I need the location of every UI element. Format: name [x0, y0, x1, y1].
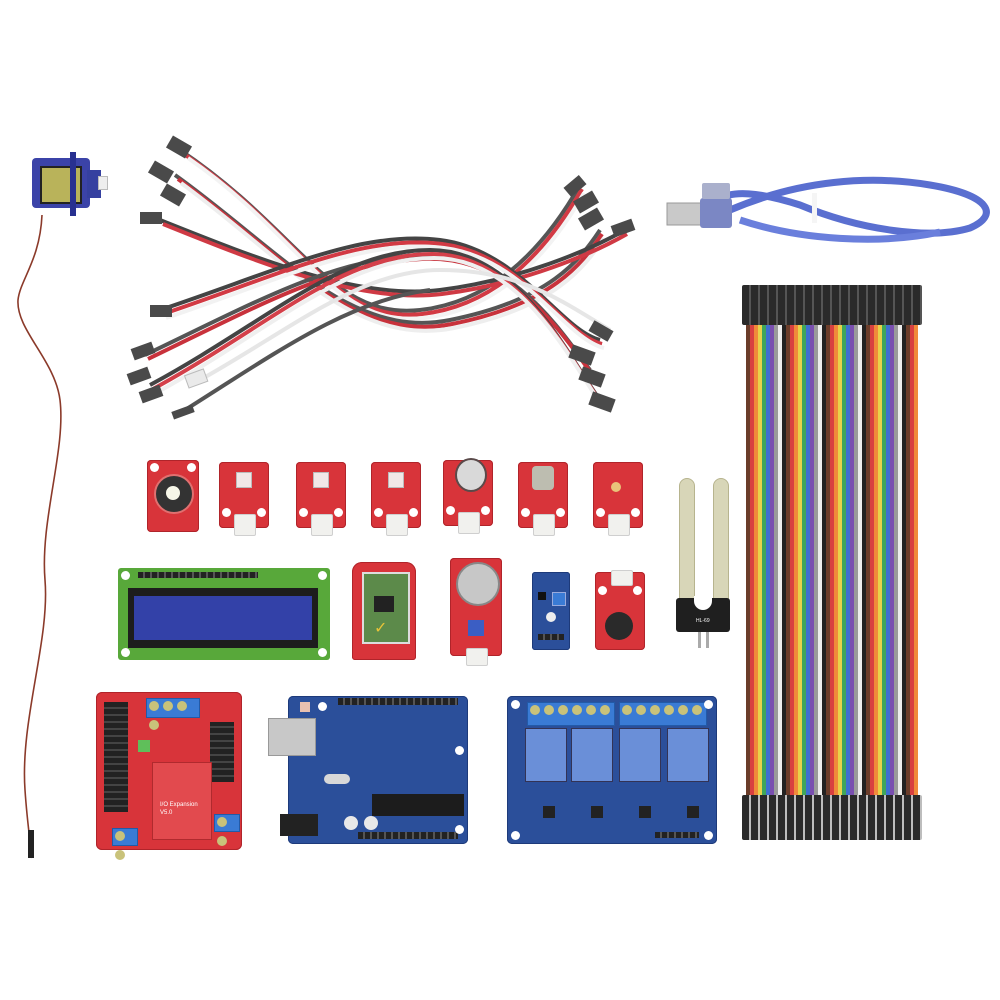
- arduino-uno-board: Arduino UNO compatible board: [268, 696, 468, 844]
- buzzer-module: [595, 570, 645, 650]
- jumper-wire-ribbon: Rainbow female-female jumper wire ribbon: [742, 285, 922, 840]
- led-module-3: [371, 462, 421, 536]
- light-sensor-module: [593, 462, 643, 536]
- led-module-2: [296, 462, 346, 536]
- potentiometer-module: [518, 462, 568, 536]
- led-module-1: [219, 462, 269, 536]
- led-module-star: High-power LED module: [147, 460, 199, 532]
- servo-motor: Micro servo motor: [32, 152, 108, 216]
- sound-sensor-module: [443, 458, 493, 534]
- comparator-module: [532, 572, 570, 650]
- lcd-16x2-display: [118, 568, 330, 660]
- relay-4ch-module: [507, 696, 717, 844]
- io-expansion-shield: I/O Expansion V5.0: [96, 692, 242, 860]
- bluetooth-module: ✓: [352, 562, 416, 660]
- gas-sensor-module: [450, 558, 502, 666]
- soil-moisture-probe: HL-69: [676, 478, 730, 648]
